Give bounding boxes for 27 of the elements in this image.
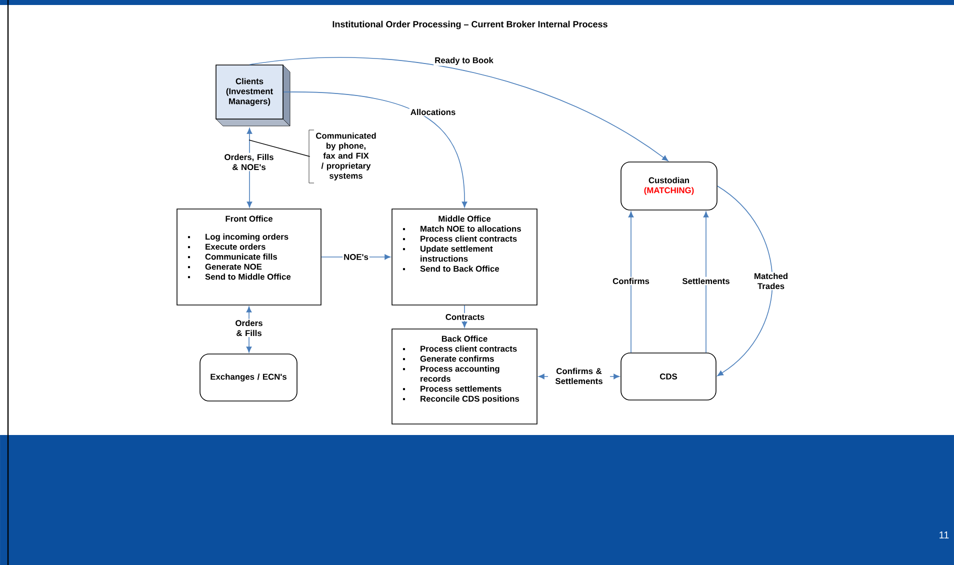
arrow: [283, 92, 468, 208]
rounded-box: Custodian (MATCHING): [620, 162, 718, 210]
edge-label: Matched Trades: [748, 272, 794, 290]
arrow: [628, 211, 634, 353]
rounded-box: Exchanges / ECN's: [200, 354, 298, 402]
leader-line: [248, 140, 310, 157]
process-box: Back Office Process client contracts Generate confirms Process accounting records Process settlements Reconcile CDS positions: [392, 328, 538, 424]
edge-label: Orders, Fills & NOE's: [222, 152, 276, 172]
arrow: [462, 305, 468, 328]
edge-label: Orders & Fills: [230, 318, 268, 338]
edge-label: Confirms & Settlements: [548, 366, 610, 386]
edge-label: Confirms: [612, 276, 650, 286]
edge-label: NOE's: [342, 253, 370, 261]
rounded-box: CDS: [620, 352, 716, 400]
edge-label: Settlements: [681, 276, 731, 286]
title: Institutional Order Processing – Current Broker Internal Process: [332, 20, 608, 30]
process-box: Front Office Log incoming orders Execute orders Communicate fills Generate NOE Send to Middle Office: [176, 208, 322, 306]
process-box: Middle Office Match NOE to allocations Process client contracts Update settlement instructions Send to Back Office: [392, 208, 538, 306]
arrow: [249, 57, 668, 162]
edge-label: Contracts: [444, 313, 486, 321]
edge-label: Allocations: [409, 108, 457, 116]
callout-note: Communicated by phone, fax and FIX / proprietary systems: [308, 130, 376, 184]
page-number: 11: [940, 532, 949, 538]
arrow: [703, 211, 709, 353]
arrow: [717, 186, 773, 376]
client-box: Clients (Investment Managers): [216, 64, 290, 126]
edge-label: Ready to Book: [434, 56, 494, 66]
